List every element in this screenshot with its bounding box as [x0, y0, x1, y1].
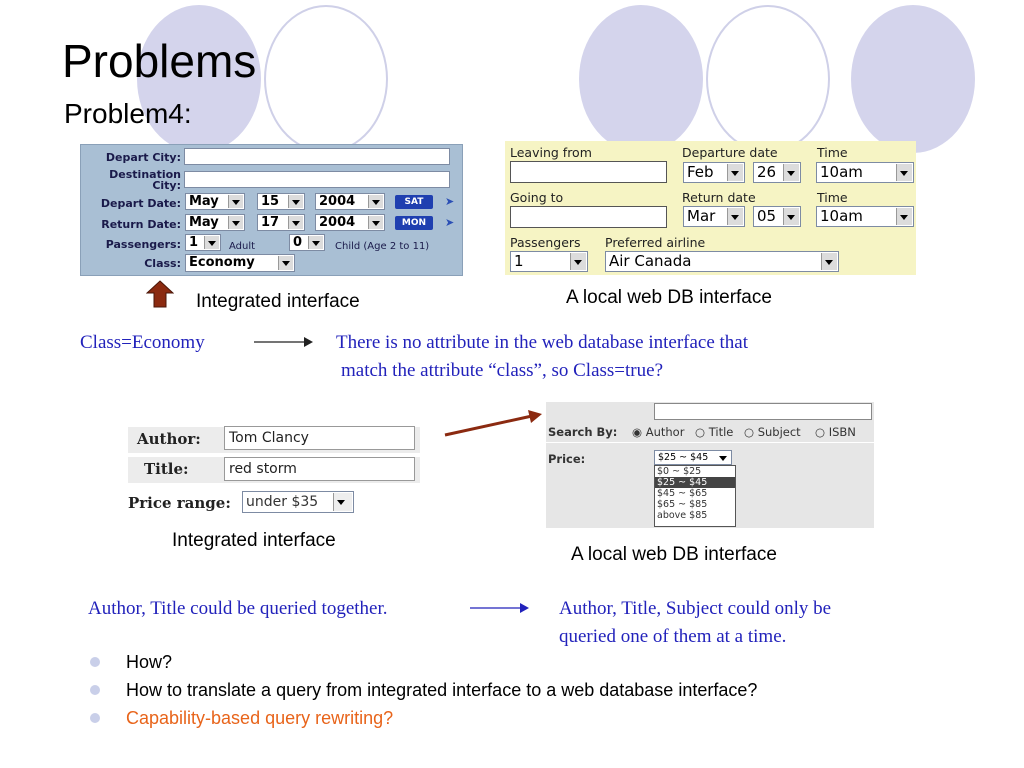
keyword-input[interactable]: [654, 403, 872, 420]
search-by-label: Search By:: [548, 425, 618, 439]
return-month-select[interactable]: Mar: [683, 206, 745, 227]
title-input[interactable]: red storm: [224, 457, 415, 481]
return-month-select[interactable]: May: [185, 214, 245, 231]
bullet-icon: [90, 685, 100, 695]
destination-city-label-1: Destination: [109, 168, 181, 181]
passengers-label: Passengers: [510, 235, 581, 250]
local-db-interface-1: Leaving from Departure date Feb 26 Time …: [505, 141, 916, 275]
radio-isbn[interactable]: ○ ISBN: [815, 425, 856, 439]
integrated-interface-2-caption: Integrated interface: [172, 530, 336, 551]
depart-month-select[interactable]: May: [185, 193, 245, 210]
bullet-text-1: How?: [126, 652, 173, 672]
bullet-text-2: How to translate a query from integrated…: [126, 680, 758, 700]
note2-right-line1: Author, Title, Subject could only be: [559, 598, 832, 619]
local-db-interface-2: Search By: ◉ Author ○ Title ○ Subject ○ …: [546, 402, 874, 528]
price-range-select[interactable]: under $35: [242, 491, 354, 513]
return-time-select[interactable]: 10am: [816, 206, 914, 227]
note1-right-line2: match the attribute “class”, so Class=tr…: [341, 360, 663, 381]
departure-time-select[interactable]: 10am: [816, 162, 914, 183]
destination-city-input[interactable]: [184, 171, 450, 188]
passengers-label: Passengers:: [105, 238, 181, 251]
local-db-2-caption: A local web DB interface: [571, 544, 777, 565]
return-weekday-badge: MON: [395, 216, 433, 230]
calendar-icon[interactable]: ➤: [445, 216, 455, 229]
return-date-label: Return date: [682, 190, 756, 205]
right-arrow-icon: [254, 337, 313, 347]
bullet-icon: [90, 657, 100, 667]
depart-day-select[interactable]: 15: [257, 193, 305, 210]
radio-subject[interactable]: ○ Subject: [744, 425, 801, 439]
destination-city-label-2: City:: [152, 179, 181, 192]
return-date-label: Return Date:: [101, 218, 181, 231]
note1-left: Class=Economy: [80, 332, 205, 353]
bullet-icon: [90, 713, 100, 723]
decor-circle-5: [851, 5, 975, 153]
mapping-arrow-icon: [444, 410, 542, 437]
decor-circle-4: [706, 5, 830, 153]
price-select[interactable]: $25 ~ $45: [654, 450, 732, 465]
price-option-selected[interactable]: $25 ~ $45: [655, 477, 735, 488]
depart-date-label: Depart Date:: [100, 197, 181, 210]
passengers-select[interactable]: 1: [510, 251, 588, 272]
time-label-1: Time: [817, 145, 848, 160]
price-label: Price:: [548, 452, 586, 466]
title-label: Title:: [144, 460, 189, 478]
price-option[interactable]: $45 ~ $65: [657, 488, 708, 499]
price-option[interactable]: $65 ~ $85: [657, 499, 708, 510]
time-label-2: Time: [817, 190, 848, 205]
local-db-1-caption: A local web DB interface: [566, 287, 772, 308]
depart-weekday-badge: SAT: [395, 195, 433, 209]
depart-city-input[interactable]: [184, 148, 450, 165]
bullet-text-3: Capability-based query rewriting?: [126, 708, 394, 728]
integrated-interface-1-caption: Integrated interface: [196, 291, 360, 312]
decor-circle-3: [579, 5, 703, 153]
adult-count-select[interactable]: 1: [185, 234, 221, 251]
radio-author[interactable]: ◉ Author: [632, 425, 685, 439]
adult-label: Adult: [229, 241, 256, 252]
note2-left: Author, Title could be queried together.: [88, 598, 388, 619]
airline-select[interactable]: Air Canada: [605, 251, 839, 272]
right-arrow-icon: [470, 603, 529, 613]
price-range-label: Price range:: [128, 494, 231, 512]
child-count-select[interactable]: 0: [289, 234, 325, 251]
departure-month-select[interactable]: Feb: [683, 162, 745, 183]
class-label: Class:: [144, 257, 181, 270]
preferred-airline-label: Preferred airline: [605, 235, 706, 250]
return-day-select[interactable]: 05: [753, 206, 801, 227]
slide-title: Problems: [62, 35, 257, 87]
decor-circle-1: [137, 5, 261, 153]
return-year-select[interactable]: 2004: [315, 214, 385, 231]
going-to-input[interactable]: [510, 206, 667, 228]
radio-title[interactable]: ○ Title: [695, 425, 734, 439]
up-arrow-icon: [146, 280, 174, 308]
calendar-icon[interactable]: ➤: [445, 195, 455, 208]
slide-subtitle: Problem4:: [64, 98, 192, 129]
integrated-interface-1: Depart City: Destination City: Depart Da…: [80, 144, 463, 276]
note2-right-line2: queried one of them at a time.: [559, 626, 787, 647]
going-to-label: Going to: [510, 190, 564, 205]
integrated-interface-2: Author: Tom Clancy Title: red storm Pric…: [128, 424, 420, 516]
note1-right-line1: There is no attribute in the web databas…: [336, 332, 749, 353]
author-label: Author:: [137, 430, 201, 448]
depart-year-select[interactable]: 2004: [315, 193, 385, 210]
price-dropdown-list: $0 ~ $25 $25 ~ $45 $45 ~ $65 $65 ~ $85 a…: [654, 465, 736, 527]
price-option[interactable]: above $85: [657, 510, 708, 521]
class-select[interactable]: Economy: [185, 254, 295, 272]
decor-circle-2: [264, 5, 388, 153]
leaving-from-input[interactable]: [510, 161, 667, 183]
child-label: Child (Age 2 to 11): [335, 241, 430, 252]
author-input[interactable]: Tom Clancy: [224, 426, 415, 450]
leaving-from-label: Leaving from: [510, 145, 592, 160]
depart-city-label: Depart City:: [105, 151, 181, 164]
departure-day-select[interactable]: 26: [753, 162, 801, 183]
price-option[interactable]: $0 ~ $25: [657, 466, 702, 477]
departure-date-label: Departure date: [682, 145, 778, 160]
return-day-select[interactable]: 17: [257, 214, 305, 231]
